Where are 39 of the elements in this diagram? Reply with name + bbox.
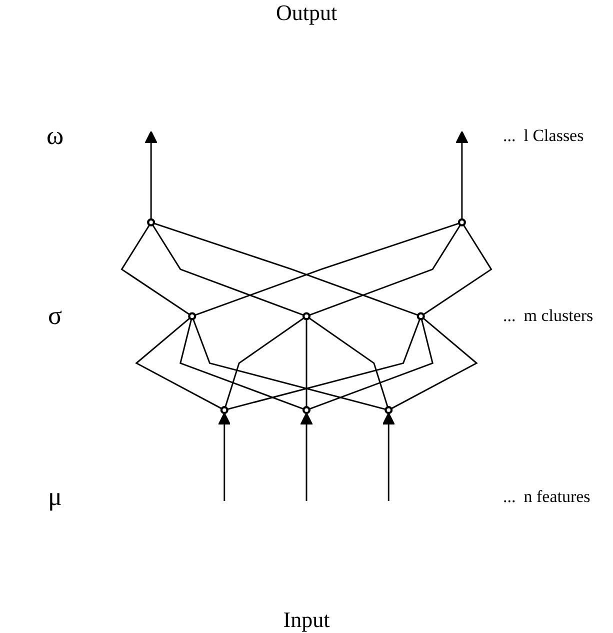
layer-label: m clusters [524,306,594,326]
output-label: Output [276,0,338,27]
node-circle [416,312,425,321]
connector [306,319,308,408]
input-label: Input [283,606,330,633]
arrow [455,131,468,220]
ellipsis-label: ... [503,306,516,326]
connector [192,318,386,410]
node-circle [302,406,311,414]
node-circle [147,218,156,227]
connector [224,318,304,408]
arrow [382,412,396,502]
layer-label: n features [524,486,590,507]
ellipsis-label: ... [503,126,516,146]
connector [308,318,388,408]
ellipsis-label: ... [503,486,516,507]
connector [309,319,434,410]
node-circle [458,218,466,227]
weight-symbol: μ [48,482,62,512]
node-circle [302,312,311,321]
connector [152,224,304,316]
connector [180,319,304,410]
connector [194,222,460,316]
connector [154,222,418,316]
connector [135,318,222,410]
node-circle [188,312,196,321]
connector [227,318,421,410]
node-circle [220,406,228,414]
layer-label: l Classes [524,126,584,146]
weight-symbol: σ [48,301,62,332]
connector [422,224,492,316]
connector [390,318,478,410]
weight-symbol: ω [46,121,64,152]
connector [120,224,190,316]
node-circle [384,406,393,414]
arrow [300,412,313,502]
arrow [144,131,158,220]
connector [309,224,461,316]
arrow [218,412,231,502]
